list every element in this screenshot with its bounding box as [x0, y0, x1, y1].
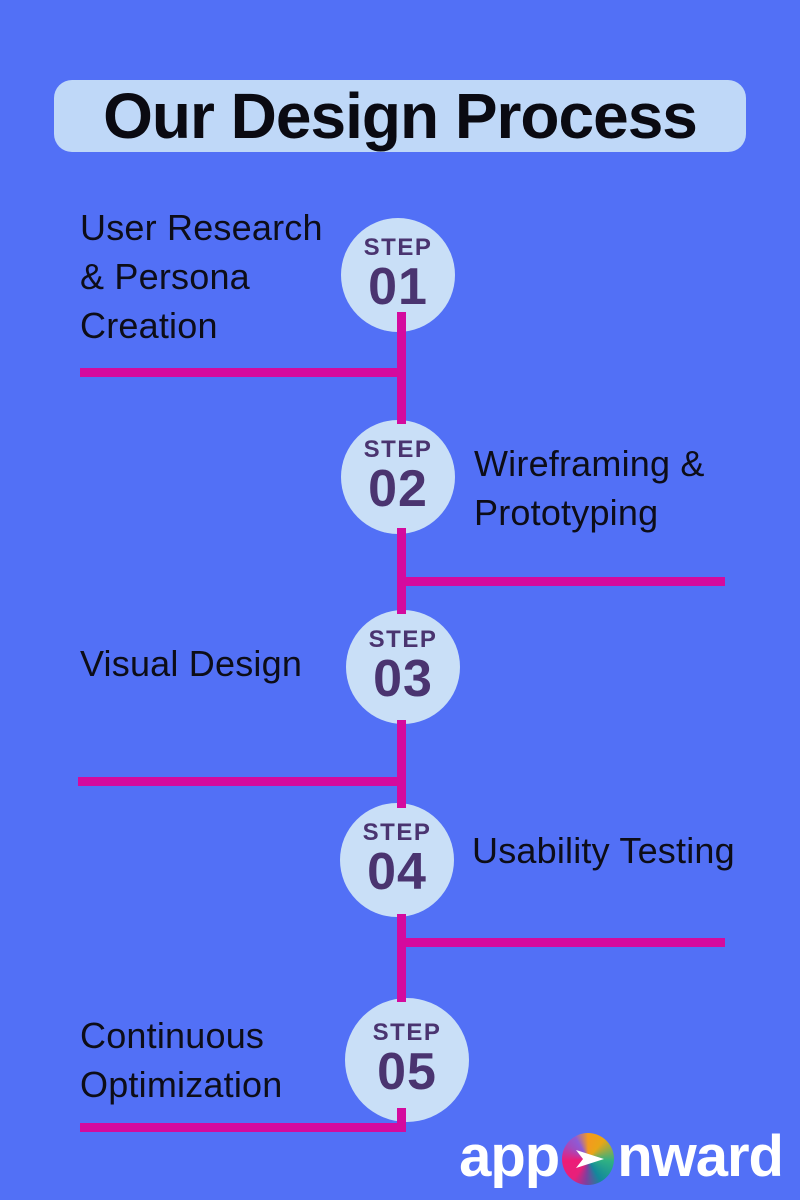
step-badge: STEP — [363, 233, 433, 261]
step-circle-05: STEP 05 — [345, 998, 469, 1122]
step-badge: STEP — [363, 435, 433, 463]
timeline-horizontal-segment — [78, 777, 406, 786]
timeline-vertical-segment — [397, 528, 406, 614]
step-number: 01 — [368, 257, 428, 316]
step-badge: STEP — [362, 818, 432, 846]
step-number: 03 — [373, 649, 433, 708]
step-label-04: Usability Testing — [472, 830, 735, 871]
timeline-horizontal-segment — [80, 1123, 406, 1132]
step-label-03: Visual Design — [80, 643, 303, 684]
step-label-05: Continuous Optimization — [80, 1015, 283, 1105]
step-number: 04 — [367, 842, 427, 901]
timeline-horizontal-segment — [397, 938, 725, 947]
timeline-vertical-segment — [397, 1108, 406, 1132]
apponward-logo: app nward — [459, 1119, 784, 1194]
step-label-02: Wireframing & Prototyping — [474, 443, 705, 533]
step-label-01: User Research & Persona Creation — [80, 207, 323, 346]
page-title: Our Design Process — [103, 80, 698, 152]
timeline-vertical-segment — [397, 720, 406, 808]
step-circle-03: STEP 03 — [346, 610, 460, 724]
timeline-horizontal-segment — [397, 577, 725, 586]
timeline-vertical-segment — [397, 914, 406, 1002]
arrow-sphere-icon — [562, 1133, 615, 1186]
timeline-horizontal-segment — [80, 368, 406, 377]
step-badge: STEP — [372, 1018, 442, 1046]
step-number: 02 — [368, 459, 428, 518]
step-number: 05 — [377, 1042, 437, 1101]
logo-text-before: app — [459, 1123, 560, 1189]
title-banner: Our Design Process — [54, 80, 746, 152]
step-badge: STEP — [368, 625, 438, 653]
step-circle-04: STEP 04 — [340, 803, 454, 917]
logo-text-after: nward — [617, 1123, 784, 1189]
step-circle-02: STEP 02 — [341, 420, 455, 534]
